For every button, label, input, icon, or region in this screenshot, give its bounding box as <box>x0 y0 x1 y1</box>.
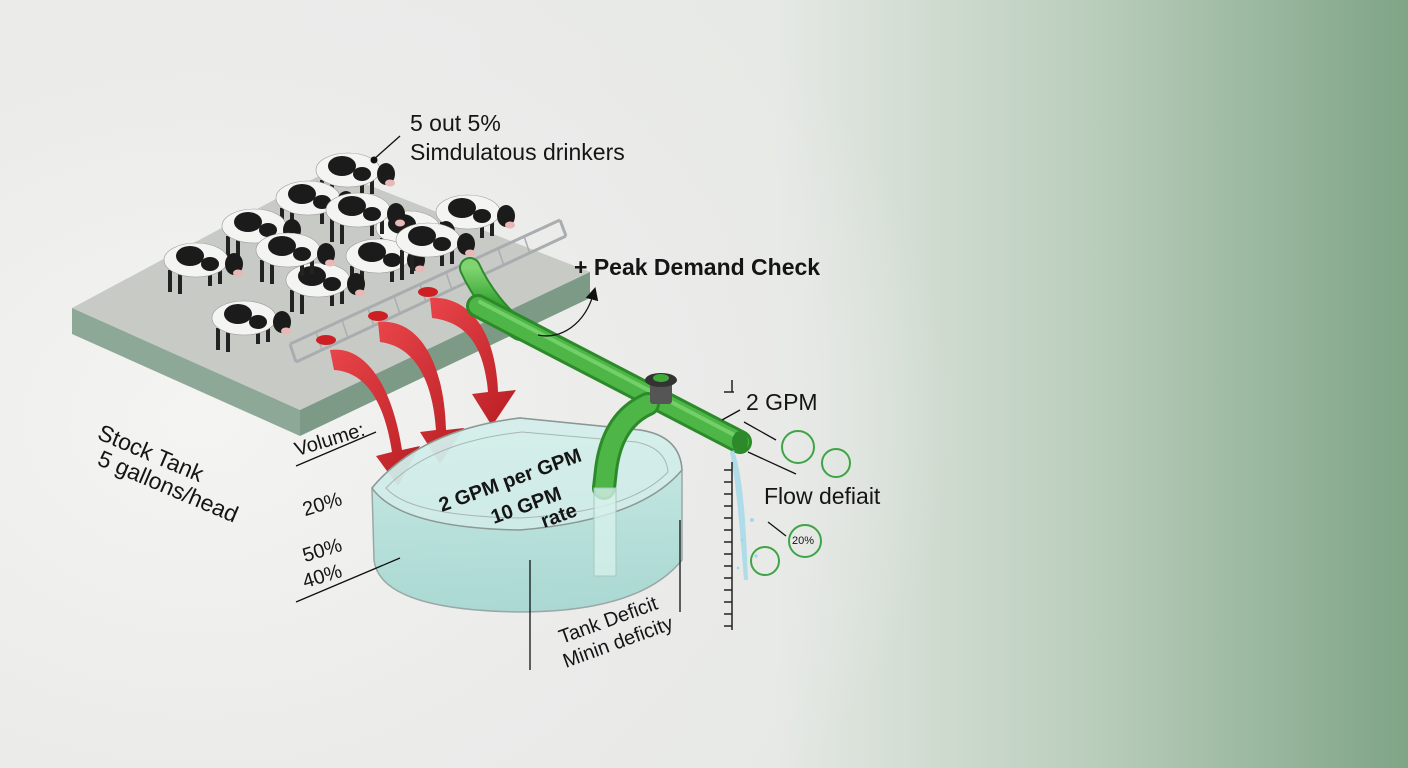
measurement-scale <box>724 380 734 630</box>
demand-arrow-1 <box>330 349 420 486</box>
submerged-pipe <box>593 487 617 577</box>
demand-arrow-2 <box>378 321 464 464</box>
demand-arrow-3 <box>430 297 516 426</box>
two-gpm-label: 2 GPM <box>746 389 818 415</box>
cow-icon <box>163 242 243 294</box>
valve-icon <box>645 373 677 404</box>
cow-icon <box>325 192 405 244</box>
peak-demand-label: + Peak Demand Check <box>574 254 821 280</box>
leader-lines <box>295 135 797 670</box>
cow-icon <box>395 222 475 274</box>
demand-arrows <box>330 297 516 486</box>
drinkers-label-line2: Simdulatous drinkers <box>410 139 625 165</box>
cow-herd <box>163 152 515 352</box>
water-stream-icon <box>730 450 758 580</box>
cow-icon <box>435 194 515 246</box>
badge-20-label: 20% <box>792 535 815 547</box>
drinker-pointer-dot <box>370 156 378 164</box>
drinkers-label-line1: 5 out 5% <box>410 110 501 136</box>
inflow-pipe <box>459 257 752 500</box>
cow-icon <box>255 232 335 284</box>
flow-bubbles <box>750 430 851 576</box>
cow-icon <box>211 300 291 352</box>
flow-deficit-label: Flow defiait <box>764 483 881 509</box>
pipe-outlet <box>732 431 748 453</box>
